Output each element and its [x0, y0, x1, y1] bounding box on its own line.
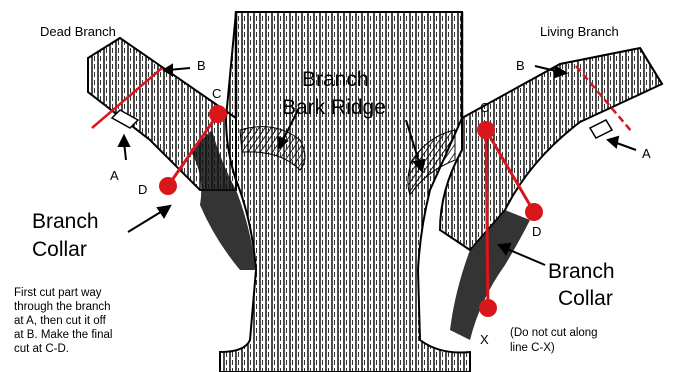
right-point-d [525, 203, 543, 221]
instruction-line-2: through the branch [14, 301, 111, 313]
right-letter-x: X [480, 332, 489, 347]
right-cut-cx-line [486, 130, 488, 308]
left-point-d [159, 177, 177, 195]
instruction-line-5: cut at C-D. [14, 343, 69, 355]
living-branch [440, 48, 662, 250]
instruction-line-3: at A, then cut it off [14, 315, 107, 327]
left-letter-b: B [197, 58, 206, 73]
left-letter-d: D [138, 182, 147, 197]
left-collar-label-line2: Collar [32, 238, 87, 261]
right-letter-a: A [642, 146, 651, 161]
living-branch-title: Living Branch [540, 24, 619, 39]
right-point-c [477, 121, 495, 139]
right-letter-d: D [532, 224, 541, 239]
right-collar-label-line2: Collar [558, 287, 613, 310]
left-point-c [209, 105, 227, 123]
warning-line-1: (Do not cut along [510, 327, 598, 339]
instruction-line-4: at B. Make the final [14, 329, 112, 341]
bark-ridge-label-line2: Bark Ridge [282, 96, 386, 119]
instruction-line-1: First cut part way [14, 287, 102, 299]
trunk [220, 12, 470, 372]
right-collar-label-line1: Branch [548, 260, 615, 283]
instructions-text: First cut part way through the branch at… [14, 287, 112, 355]
living-branch-notch [590, 120, 612, 138]
warning-line-2: line C-X) [510, 342, 555, 354]
left-letter-a: A [110, 168, 119, 183]
dead-branch-title: Dead Branch [40, 24, 116, 39]
left-collar-label-line1: Branch [32, 210, 99, 233]
left-letter-c: C [212, 86, 221, 101]
right-point-x [479, 299, 497, 317]
right-letter-c: C [480, 100, 489, 115]
bark-ridge-label-line1: Branch [302, 68, 369, 91]
right-letter-b: B [516, 58, 525, 73]
